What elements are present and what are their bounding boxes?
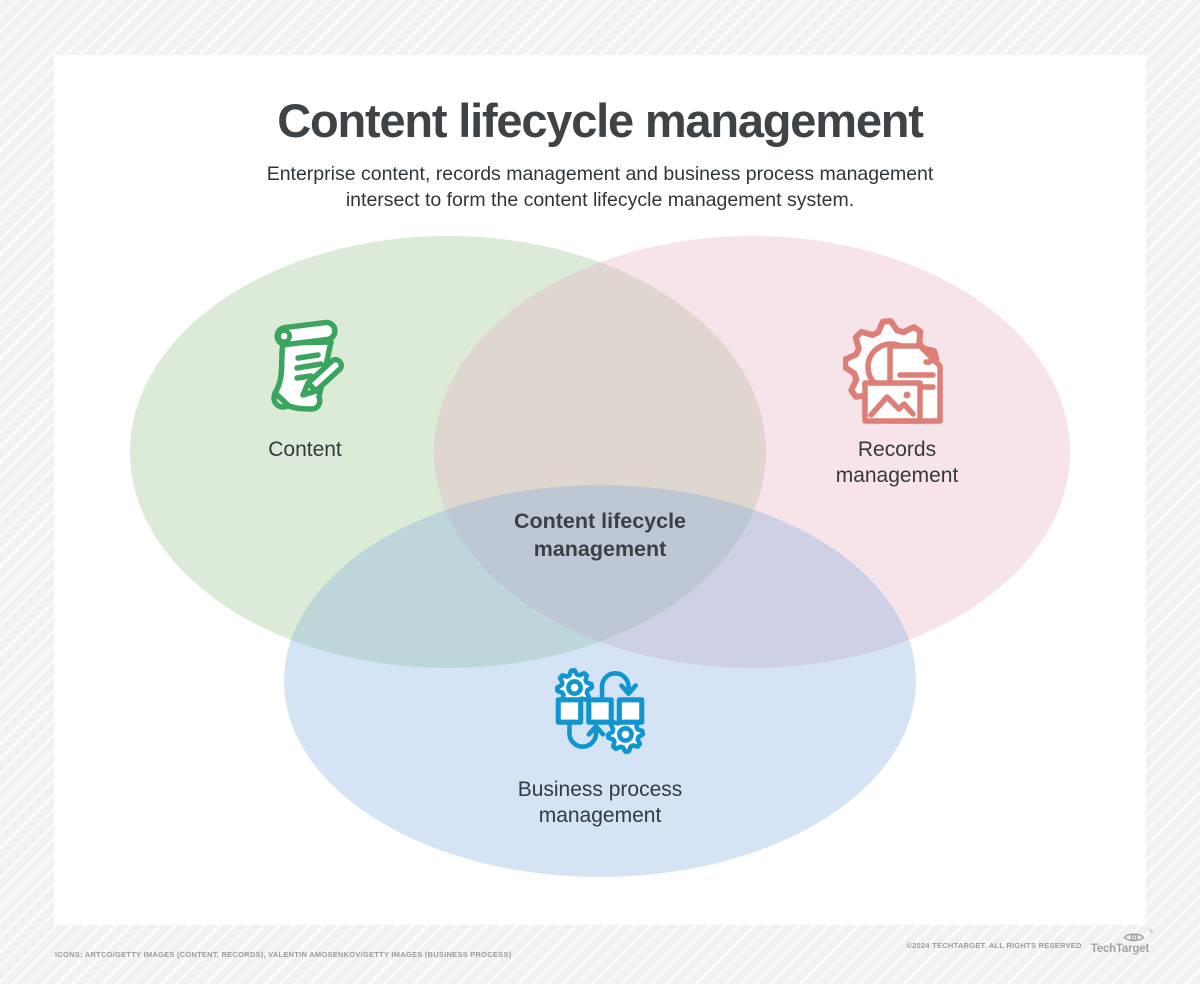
registered-mark: ® <box>1148 929 1153 935</box>
page-subtitle: Enterprise content, records management a… <box>250 161 950 213</box>
content-circle <box>130 236 766 668</box>
records-management-circle <box>434 236 1070 668</box>
copyright-text: ©2024 TECHTARGET. ALL RIGHTS RESERVED <box>906 941 1082 950</box>
gear-document-icon <box>843 318 943 424</box>
subtitle-line-2: intersect to form the content lifecycle … <box>345 189 855 211</box>
icon-credits: ICONS: ARTCO/GETTY IMAGES (CONTENT, RECO… <box>55 950 512 959</box>
center-overlap-label: Content lifecycle management <box>513 509 687 561</box>
records-management-label: Records management <box>835 438 959 487</box>
subtitle-line-1: Enterprise content, records management a… <box>266 163 934 185</box>
business-process-circle <box>284 485 916 877</box>
content-label: Content <box>268 438 342 461</box>
techtarget-eye-icon <box>1123 933 1145 942</box>
infographic-card: Content lifecycle management Enterprise … <box>54 55 1146 925</box>
footer-right: ©2024 TECHTARGET. ALL RIGHTS RESERVED ® … <box>906 929 1153 955</box>
techtarget-wordmark: TechTarget <box>1090 943 1149 955</box>
process-flow-icon <box>554 667 646 755</box>
page-title: Content lifecycle management <box>277 94 924 147</box>
techtarget-logo: ® TechTarget <box>1090 929 1153 955</box>
scroll-pen-icon <box>271 319 344 412</box>
business-process-label: Business process management <box>517 778 683 827</box>
